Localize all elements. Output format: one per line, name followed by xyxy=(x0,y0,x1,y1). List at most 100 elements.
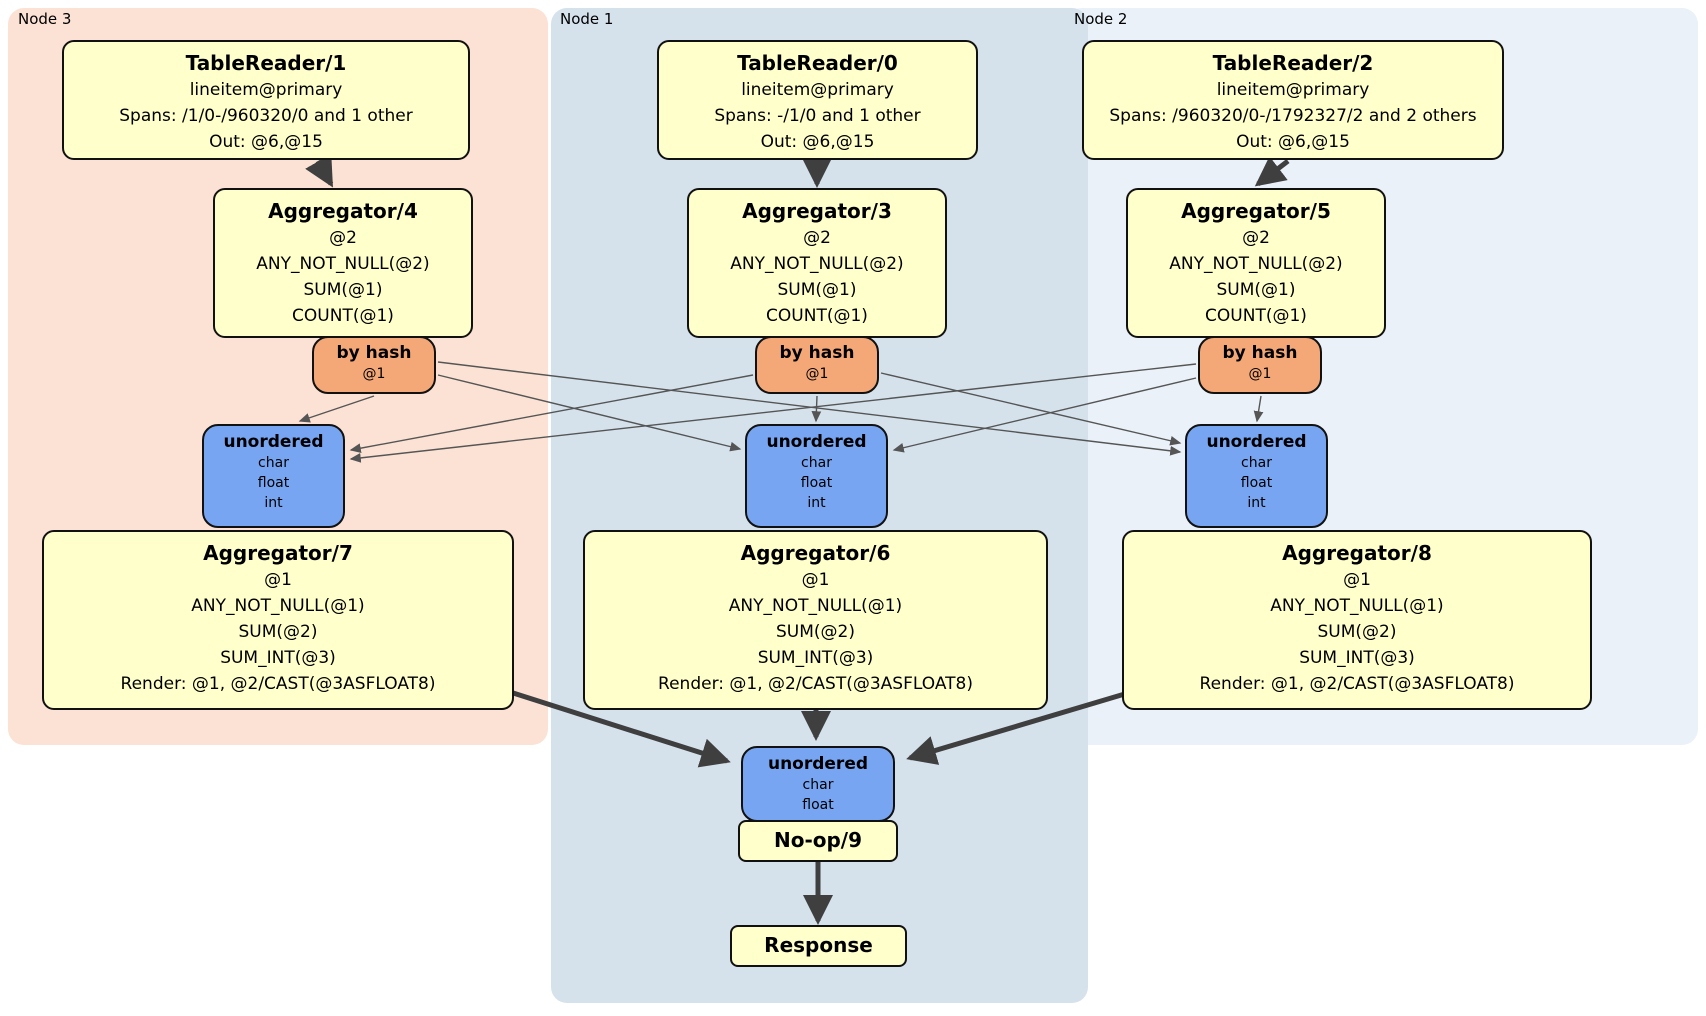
aggregator-3-box: Aggregator/3 @2 ANY_NOT_NULL(@2) SUM(@1)… xyxy=(687,188,947,338)
edge-hashM-unordM xyxy=(811,395,822,423)
box-line: Render: @1, @2/CAST(@3ASFLOAT8) xyxy=(120,674,436,694)
tablereader-0-box: TableReader/0 lineitem@primary Spans: -/… xyxy=(657,40,978,160)
edge-hashM-unordL xyxy=(349,374,754,454)
box-line: int xyxy=(1247,495,1266,511)
box-line: @2 xyxy=(1242,228,1270,248)
box-title: TableReader/2 xyxy=(1212,51,1374,75)
box-line: @1 xyxy=(264,570,292,590)
box-line: char xyxy=(801,455,832,471)
box-line: SUM(@1) xyxy=(1216,280,1296,300)
box-title: Aggregator/4 xyxy=(268,199,418,223)
edge-hashL-unordL xyxy=(298,395,375,423)
box-line: SUM(@2) xyxy=(238,622,318,642)
by-hash-router-node2: by hash @1 xyxy=(1198,336,1322,394)
edge-hashR-unordM xyxy=(892,377,1197,453)
unordered-sync-node3: unordered char float int xyxy=(202,424,345,528)
box-title: TableReader/1 xyxy=(185,51,347,75)
box-line: @2 xyxy=(803,228,831,248)
by-hash-router-node3: by hash @1 xyxy=(312,336,436,394)
box-line: ANY_NOT_NULL(@1) xyxy=(1270,596,1444,616)
box-line: ANY_NOT_NULL(@2) xyxy=(1169,254,1343,274)
box-line: @1 xyxy=(1248,366,1272,382)
box-line: Render: @1, @2/CAST(@3ASFLOAT8) xyxy=(1199,674,1515,694)
edge-hashR-unordR xyxy=(1253,395,1264,423)
box-title: Aggregator/7 xyxy=(203,541,353,565)
box-line: SUM_INT(@3) xyxy=(1299,648,1415,668)
node2-label: Node 2 xyxy=(1074,10,1128,28)
box-line: @1 xyxy=(805,366,829,382)
box-line: char xyxy=(258,455,289,471)
box-line: SUM(@2) xyxy=(1317,622,1397,642)
box-line: float xyxy=(1240,475,1273,491)
box-line: @2 xyxy=(329,228,357,248)
box-line: int xyxy=(264,495,283,511)
box-line: Out: @6,@15 xyxy=(209,132,323,152)
box-line: SUM(@1) xyxy=(777,280,857,300)
box-title: unordered xyxy=(767,754,869,774)
edge-tr2-agg5 xyxy=(1254,156,1290,187)
box-line: int xyxy=(807,495,826,511)
edge-hashL-unordM xyxy=(437,374,742,452)
noop-9-box: No-op/9 xyxy=(738,820,898,862)
by-hash-router-node1: by hash @1 xyxy=(755,336,879,394)
box-line: float xyxy=(257,475,290,491)
aggregator-4-box: Aggregator/4 @2 ANY_NOT_NULL(@2) SUM(@1)… xyxy=(213,188,473,338)
box-line: Out: @6,@15 xyxy=(1236,132,1350,152)
box-line: lineitem@primary xyxy=(741,80,894,100)
box-line: COUNT(@1) xyxy=(766,306,868,326)
unordered-sync-final: unordered char float xyxy=(741,746,895,822)
edge-hashM-unordR xyxy=(880,372,1182,446)
edge-hashR-unordL xyxy=(349,363,1197,463)
response-box: Response xyxy=(730,925,907,967)
box-title: TableReader/0 xyxy=(737,51,898,75)
box-line: @1 xyxy=(1343,570,1371,590)
box-line: COUNT(@1) xyxy=(1205,306,1307,326)
box-line: Out: @6,@15 xyxy=(760,132,875,152)
box-line: Render: @1, @2/CAST(@3ASFLOAT8) xyxy=(658,674,973,694)
box-title: Aggregator/8 xyxy=(1282,541,1432,565)
box-line: Spans: /960320/0-/1792327/2 and 2 others xyxy=(1109,106,1477,126)
node1-label: Node 1 xyxy=(560,10,614,28)
edge-agg7-final xyxy=(509,689,731,768)
box-title: Aggregator/5 xyxy=(1181,199,1331,223)
box-title: Response xyxy=(764,933,873,957)
box-line: char xyxy=(1241,455,1272,471)
box-line: Spans: -/1/0 and 1 other xyxy=(714,106,921,126)
box-title: unordered xyxy=(1206,432,1307,452)
box-title: unordered xyxy=(766,432,867,452)
box-title: No-op/9 xyxy=(773,828,863,852)
box-line: @1 xyxy=(362,366,386,382)
box-line: @1 xyxy=(801,570,830,590)
edge-agg8-final xyxy=(906,690,1129,765)
box-title: Aggregator/3 xyxy=(742,199,892,223)
box-line: ANY_NOT_NULL(@1) xyxy=(191,596,365,616)
aggregator-6-box: Aggregator/6 @1 ANY_NOT_NULL(@1) SUM(@2)… xyxy=(583,530,1048,710)
box-line: char xyxy=(802,777,834,793)
node3-label: Node 3 xyxy=(18,10,72,28)
box-title: by hash xyxy=(336,343,412,363)
box-title: by hash xyxy=(1222,343,1298,363)
aggregator-5-box: Aggregator/5 @2 ANY_NOT_NULL(@2) SUM(@1)… xyxy=(1126,188,1386,338)
box-title: Aggregator/6 xyxy=(740,541,891,565)
box-line: lineitem@primary xyxy=(1216,80,1370,100)
box-line: SUM(@1) xyxy=(303,280,383,300)
tablereader-2-box: TableReader/2 lineitem@primary Spans: /9… xyxy=(1082,40,1504,160)
box-line: SUM(@2) xyxy=(776,622,855,642)
box-line: SUM_INT(@3) xyxy=(757,648,874,668)
unordered-sync-node2: unordered char float int xyxy=(1185,424,1328,528)
box-line: lineitem@primary xyxy=(189,80,343,100)
aggregator-8-box: Aggregator/8 @1 ANY_NOT_NULL(@1) SUM(@2)… xyxy=(1122,530,1592,710)
box-line: ANY_NOT_NULL(@2) xyxy=(730,254,904,274)
box-line: COUNT(@1) xyxy=(292,306,394,326)
box-title: unordered xyxy=(223,432,324,452)
aggregator-7-box: Aggregator/7 @1 ANY_NOT_NULL(@1) SUM(@2)… xyxy=(42,530,514,710)
box-line: SUM_INT(@3) xyxy=(220,648,336,668)
box-line: ANY_NOT_NULL(@2) xyxy=(256,254,430,274)
box-line: float xyxy=(802,797,834,813)
tablereader-1-box: TableReader/1 lineitem@primary Spans: /1… xyxy=(62,40,470,160)
unordered-sync-node1: unordered char float int xyxy=(745,424,888,528)
box-title: by hash xyxy=(779,343,855,363)
box-line: Spans: /1/0-/960320/0 and 1 other xyxy=(119,106,413,126)
